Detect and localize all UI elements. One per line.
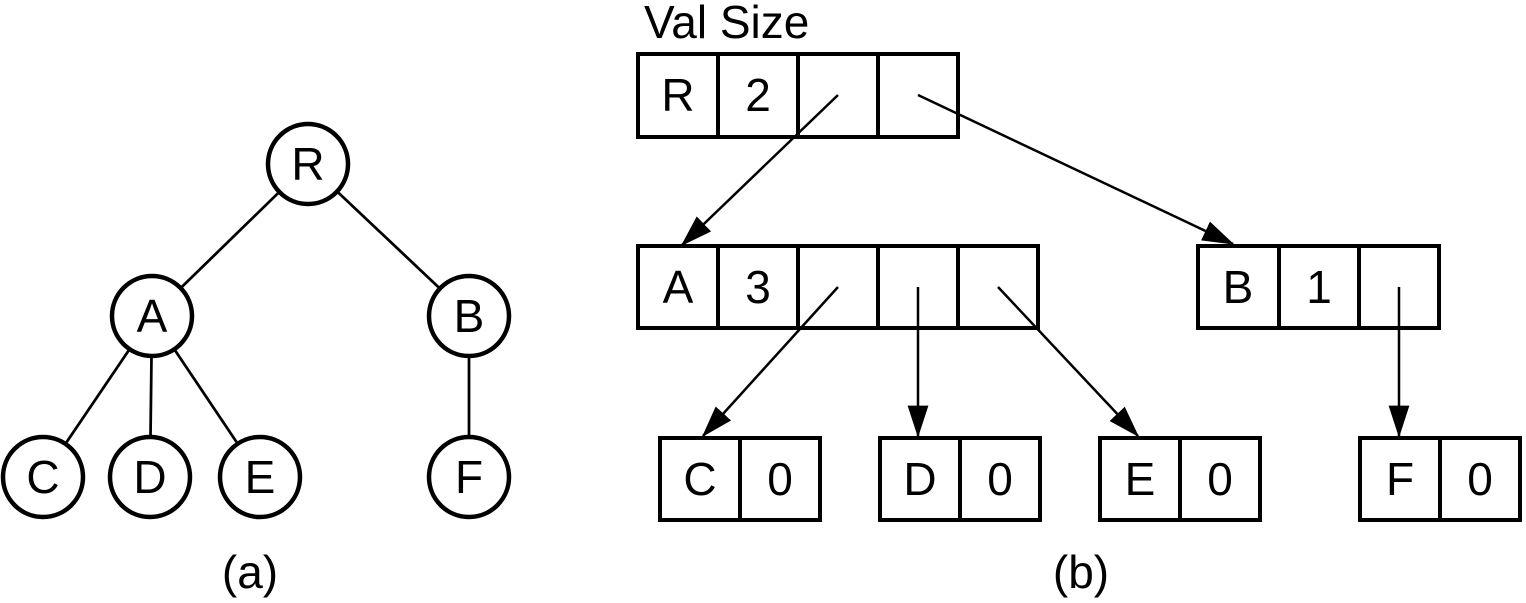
pointer-arrow-a-c (701, 286, 839, 438)
list-record-a: A 3 (636, 244, 1040, 330)
size-cell (958, 436, 1042, 522)
val-label: D (903, 453, 936, 505)
val-label: R (661, 69, 694, 121)
size-label: 0 (1207, 453, 1233, 505)
val-label: B (1223, 261, 1254, 313)
tree-node-circle (107, 434, 193, 520)
pointer-arrow-a-e (997, 286, 1140, 438)
tree-node-label: D (133, 451, 166, 503)
val-cell (658, 436, 742, 522)
size-label: 0 (767, 453, 793, 505)
tree-node-label: E (245, 451, 276, 503)
size-label: 0 (987, 453, 1013, 505)
tree-node-label: C (26, 451, 59, 503)
val-label: A (663, 261, 694, 313)
panel-a-caption: (a) (222, 546, 278, 598)
val-label: C (683, 453, 716, 505)
val-cell (1358, 436, 1442, 522)
list-record-c: C 0 (658, 436, 822, 522)
panel-b-caption: (b) (1053, 546, 1109, 598)
val-cell (1196, 244, 1281, 330)
linked-lists-diagram: Val Size R 2 A 3 B 1 (636, 0, 1522, 598)
tree-diagram: R A B C D E F (a) (0, 121, 512, 598)
val-label: F (1386, 453, 1414, 505)
size-label: 0 (1467, 453, 1493, 505)
val-label: E (1125, 453, 1156, 505)
list-record-r: R 2 (636, 52, 960, 139)
tree-node-r: R (265, 121, 351, 207)
tree-node-b: B (426, 273, 512, 359)
pointer-arrow-r-a (680, 94, 839, 247)
size-cell (1438, 436, 1522, 522)
tree-node-a: A (109, 273, 195, 359)
size-cell (738, 436, 822, 522)
pointer-cell (876, 52, 960, 139)
tree-node-label: F (455, 451, 483, 503)
tree-node-label: A (137, 290, 168, 342)
val-cell (1098, 436, 1182, 522)
tree-node-d: D (107, 434, 193, 520)
tree-node-label: R (291, 138, 324, 190)
tree-node-circle (426, 434, 512, 520)
tree-node-c: C (0, 434, 86, 520)
size-cell (1277, 244, 1361, 330)
column-header: Val Size (644, 0, 809, 48)
list-record-e: E 0 (1098, 436, 1262, 522)
tree-node-circle (265, 121, 351, 207)
tree-node-circle (426, 273, 512, 359)
val-cell (636, 244, 720, 330)
list-record-d: D 0 (878, 436, 1042, 522)
tree-node-e: E (217, 434, 303, 520)
tree-node-label: B (454, 290, 485, 342)
size-cell (1178, 436, 1262, 522)
size-label: 1 (1306, 261, 1332, 313)
size-label: 2 (745, 69, 771, 121)
tree-node-circle (109, 273, 195, 359)
tree-node-f: F (426, 434, 512, 520)
val-cell (878, 436, 962, 522)
list-record-b: B 1 (1196, 244, 1441, 330)
pointer-arrow-r-b (917, 93, 1235, 246)
size-label: 3 (745, 261, 771, 313)
tree-node-circle (0, 434, 86, 520)
list-record-f: F 0 (1358, 436, 1522, 522)
tree-node-circle (217, 434, 303, 520)
